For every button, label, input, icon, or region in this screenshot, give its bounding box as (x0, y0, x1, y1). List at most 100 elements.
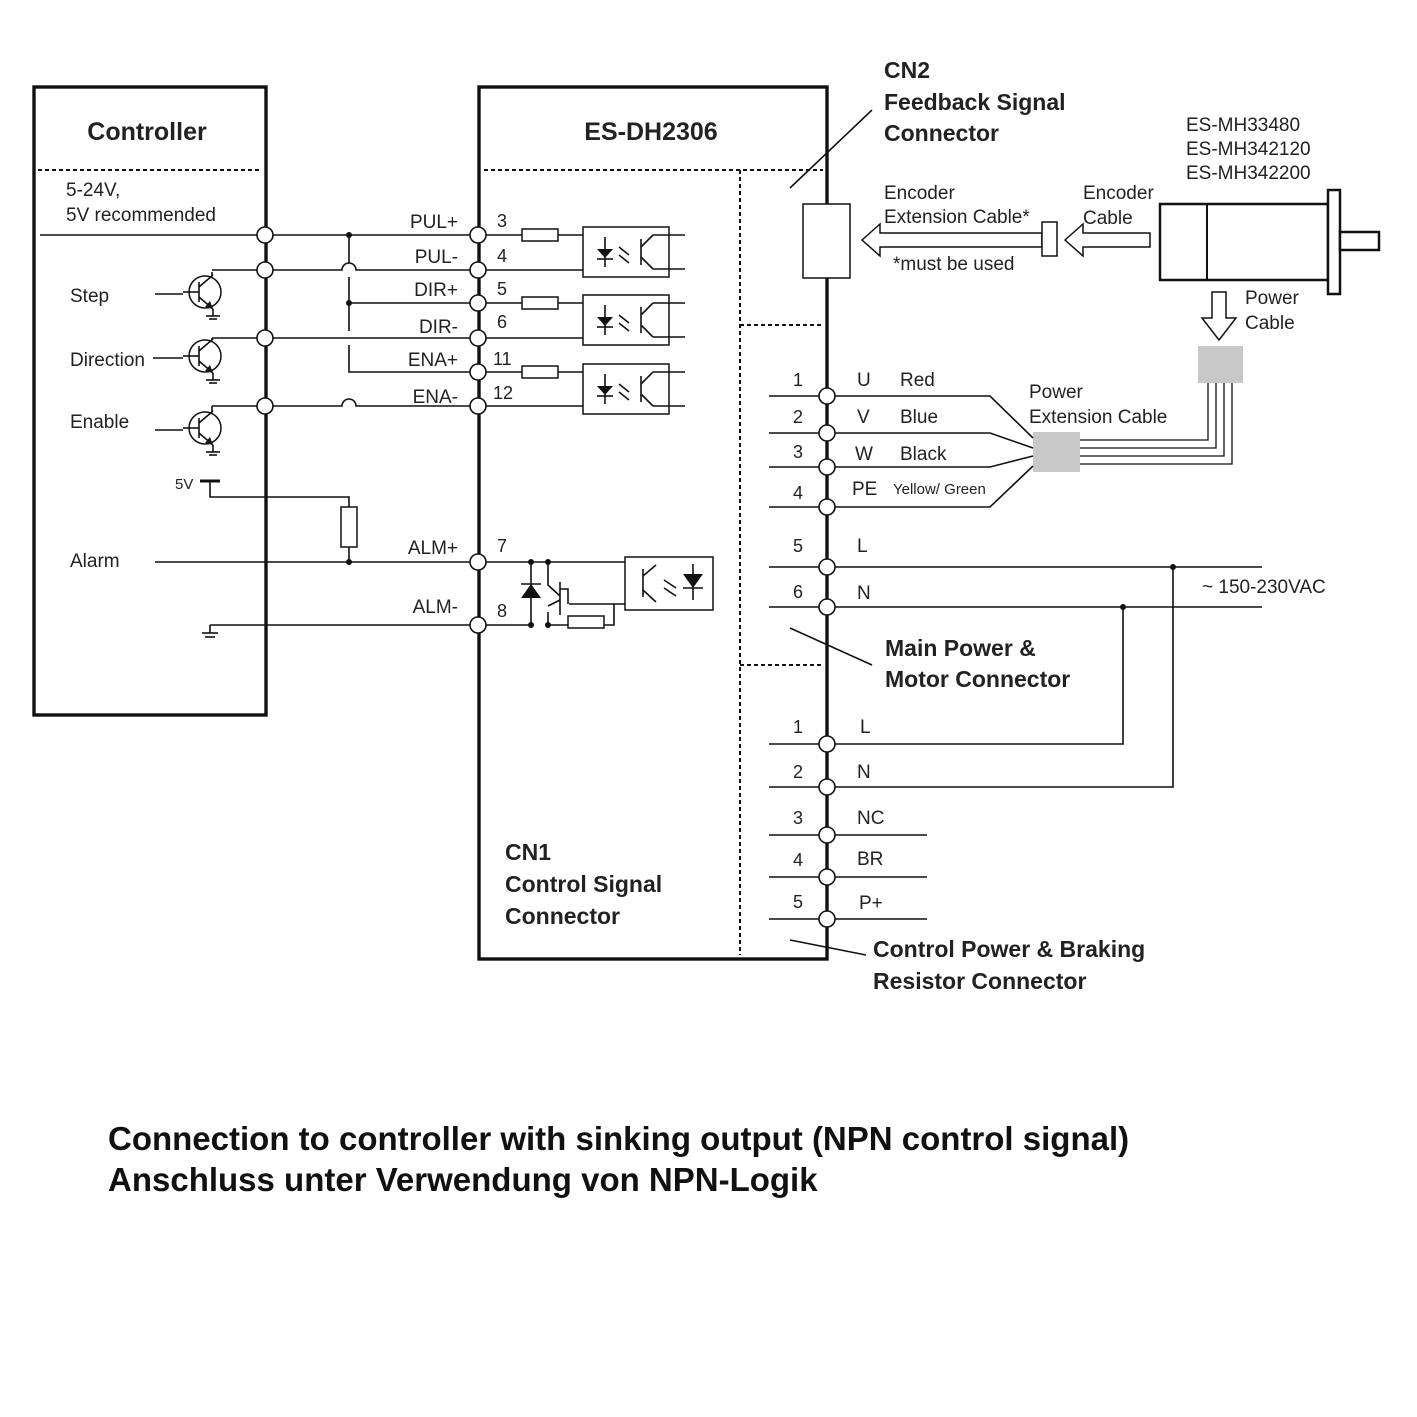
control-pin-number: 4 (793, 850, 803, 870)
motor-icon (1158, 188, 1381, 296)
wire-color: Yellow/ Green (893, 481, 986, 498)
wire-color: Red (900, 370, 935, 391)
cn1-subtitle-2: Connector (505, 903, 620, 929)
control-connector-title: Control Power & Braking (873, 936, 1145, 962)
main-connector-title-2: Motor Connector (885, 666, 1070, 692)
pin-signal-dir-plus: DIR+ (414, 280, 458, 301)
pin-signal-pul-plus: PUL+ (410, 212, 458, 233)
wire-color: Black (900, 444, 947, 465)
pin-signal-ena-minus: ENA- (413, 387, 458, 408)
alarm-label: Alarm (70, 551, 120, 572)
arrow-left-icon (860, 222, 1043, 258)
control-pin-number: 3 (793, 808, 803, 828)
pin-signal-alm-plus: ALM+ (408, 538, 458, 559)
enable-transistor-icon (155, 410, 222, 456)
control-pin-name: BR (857, 849, 883, 870)
pin-number: 3 (497, 211, 507, 231)
pin-number: 4 (497, 246, 507, 266)
cn2-connector (802, 203, 851, 279)
terminal-node (818, 387, 836, 405)
cn2-title: CN2 (884, 57, 930, 83)
cn2-subtitle-2: Connector (884, 120, 999, 146)
control-pin-number: 5 (793, 892, 803, 912)
main-pin-number: 3 (793, 442, 803, 462)
control-pin-name: NC (857, 808, 884, 829)
step-label: Step (70, 286, 109, 307)
pin-signal-pul-minus: PUL- (415, 247, 458, 268)
main-pin-name: N (857, 583, 871, 604)
pin-number: 7 (497, 536, 507, 556)
terminal-node (818, 458, 836, 476)
five-v-label: 5V (175, 476, 193, 493)
direction-transistor-icon (153, 338, 222, 384)
arrow-left-icon (1063, 222, 1151, 258)
supply-note: 5V recommended (66, 205, 216, 226)
drive-title: ES-DH2306 (584, 118, 717, 146)
main-pin-number: 2 (793, 407, 803, 427)
pin-signal-alm-minus: ALM- (413, 597, 458, 618)
wiring-diagram: Controller 5-24V, 5V recommended Step Di… (32, 57, 1381, 994)
drive-box (477, 85, 829, 961)
power-extension-label-2: Extension Cable (1029, 407, 1167, 428)
pullup-resistor (340, 506, 358, 548)
main-connector-title: Main Power & (885, 635, 1036, 661)
terminal-node (818, 868, 836, 886)
optocoupler-icon (582, 226, 686, 278)
cn1-title: CN1 (505, 839, 551, 865)
main-pin-number: 6 (793, 582, 803, 602)
motor-model: ES-MH342120 (1186, 139, 1311, 160)
pin-number: 5 (497, 279, 507, 299)
encoder-cable-label-2: Cable (1083, 208, 1133, 229)
terminal-node (818, 424, 836, 442)
pin-number: 12 (493, 383, 513, 403)
caption-line-1: Connection to controller with sinking ou… (108, 1120, 1130, 1157)
alarm-optocoupler-icon (624, 556, 714, 611)
power-cable-label: Power (1245, 288, 1300, 309)
control-pin-name: P+ (859, 893, 883, 914)
terminal-node (818, 778, 836, 796)
cn1-subtitle: Control Signal (505, 871, 662, 897)
pin-number: 11 (493, 349, 512, 369)
controller-title: Controller (87, 118, 207, 146)
terminal-node (818, 598, 836, 616)
optocoupler-icon (582, 363, 686, 415)
main-pin-name: U (857, 370, 871, 391)
main-pin-name: W (855, 444, 873, 465)
caption: Connection to controller with sinking ou… (108, 1118, 1129, 1200)
terminal-node (818, 735, 836, 753)
terminal-node (818, 558, 836, 576)
terminal-node (818, 826, 836, 844)
main-pin-name: V (857, 407, 870, 428)
supply-label: 5-24V, (66, 180, 120, 201)
motor-model: ES-MH342200 (1186, 163, 1311, 184)
encoder-cable-label: Encoder (1083, 183, 1154, 204)
enable-label: Enable (70, 412, 129, 433)
ac-supply-label: ~ 150-230VAC (1202, 577, 1326, 598)
control-pin-number: 1 (793, 717, 803, 737)
main-pin-number: 4 (793, 483, 803, 503)
pin-number: 8 (497, 601, 507, 621)
main-pin-name: PE (852, 479, 877, 500)
direction-label: Direction (70, 350, 145, 371)
encoder-plug (1041, 221, 1058, 257)
main-pin-number: 5 (793, 536, 803, 556)
pin-signal-dir-minus: DIR- (419, 317, 458, 338)
wire-color: Blue (900, 407, 938, 428)
control-pin-number: 2 (793, 762, 803, 782)
caption-line-2: Anschluss unter Verwendung von NPN-Logik (108, 1161, 818, 1198)
motor-model: ES-MH33480 (1186, 115, 1300, 136)
encoder-note: *must be used (893, 254, 1014, 275)
pin-number: 6 (497, 312, 507, 332)
cn2-subtitle: Feedback Signal (884, 89, 1066, 115)
pin-signal-ena-plus: ENA+ (408, 350, 458, 371)
encoder-extension-label-2: Extension Cable* (884, 207, 1030, 228)
optocoupler-icon (582, 294, 686, 346)
control-pin-name: N (857, 762, 871, 783)
control-connector-title-2: Resistor Connector (873, 968, 1086, 994)
arrow-down-icon (1200, 291, 1238, 342)
power-extension-plug (1033, 432, 1080, 472)
main-pin-name: L (857, 536, 868, 557)
terminal-node (818, 910, 836, 928)
encoder-extension-label: Encoder (884, 183, 955, 204)
main-pin-number: 1 (793, 370, 803, 390)
